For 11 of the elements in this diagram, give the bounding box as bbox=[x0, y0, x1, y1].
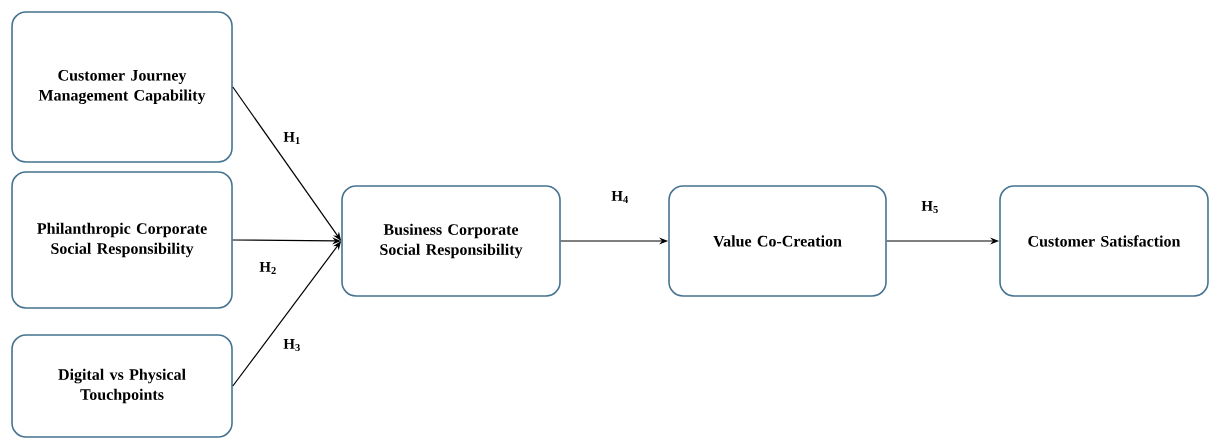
process-box: Customer Satisfaction bbox=[999, 185, 1209, 297]
process-box: Philanthropic Corporate Social Responsibility bbox=[11, 171, 233, 309]
edge-label: H$_{5}$ bbox=[921, 200, 938, 214]
process-box: Customer Journey Management Capability bbox=[11, 11, 233, 163]
process-box: Business Corporate Social Responsibility bbox=[341, 185, 561, 297]
edge-label: H$_{4}$ bbox=[611, 191, 628, 203]
edge-label: H$_{2}$ bbox=[259, 262, 276, 274]
edge-label: H$_{3}$ bbox=[283, 338, 300, 352]
process-box: Value Co-Creation bbox=[668, 185, 887, 297]
edge-label: H$_{1}$ bbox=[283, 132, 300, 144]
process-box: Digital vs Physical Touchpoints bbox=[11, 334, 233, 438]
